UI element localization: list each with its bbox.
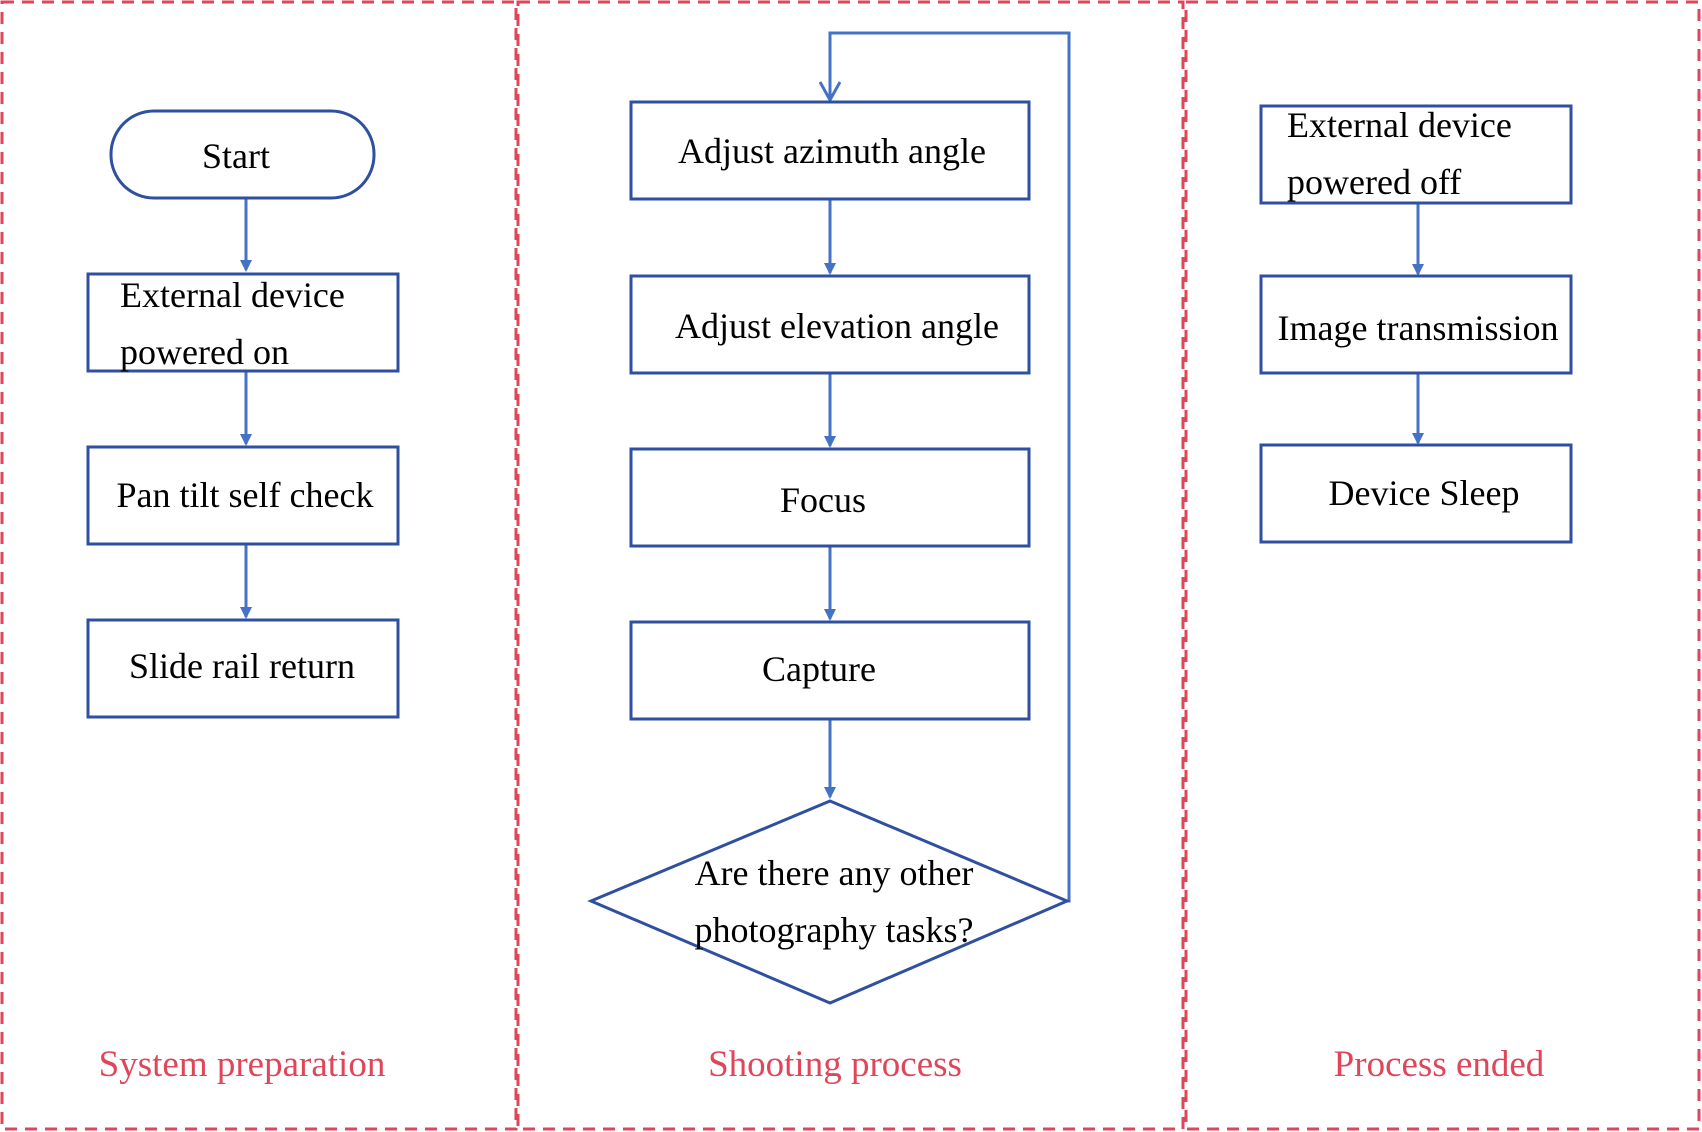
lane-border: [516, 0, 1185, 1131]
node-label: Pan tilt self check: [117, 475, 374, 515]
process-shape: [86, 618, 400, 719]
node-adjust-elevation-angle: Adjust elevation angle: [629, 274, 1031, 375]
lane-system-preparation: System preparation: [0, 0, 518, 1131]
node-slide-rail-return: Slide rail return: [86, 618, 400, 719]
lane-label: System preparation: [99, 1044, 386, 1085]
node-external-device-powered-on: External device powered on: [86, 272, 400, 373]
process-shape: [629, 620, 1031, 721]
node-label-line-2: powered on: [120, 332, 289, 372]
node-label-line-1: External device: [120, 275, 345, 315]
node-image-transmission: Image transmission: [1259, 274, 1573, 375]
node-external-device-powered-off: External device powered off: [1259, 104, 1573, 205]
node-pan-tilt-self-check: Pan tilt self check: [86, 445, 400, 546]
node-label-line-2: photography tasks?: [695, 910, 974, 950]
node-label-line-1: Are there any other: [695, 853, 974, 893]
node-decision-other-tasks: Are there any other photography tasks?: [587, 799, 1071, 1005]
lane-shooting-process: Shooting process: [516, 0, 1185, 1131]
node-label-line-2: powered off: [1287, 162, 1461, 202]
node-label: Adjust elevation angle: [675, 306, 999, 346]
node-capture: Capture: [629, 620, 1031, 721]
node-label: Slide rail return: [129, 646, 355, 686]
lane-process-ended: Process ended: [1184, 0, 1701, 1131]
lane-label: Process ended: [1334, 1044, 1545, 1085]
process-shape: [86, 272, 400, 373]
node-label: Adjust azimuth angle: [678, 131, 986, 171]
process-shape: [629, 274, 1031, 375]
node-label: Device Sleep: [1329, 473, 1520, 513]
node-label-line-1: External device: [1287, 105, 1512, 145]
node-label: Start: [202, 136, 270, 176]
terminator-shape: [109, 109, 376, 200]
process-shape: [86, 445, 400, 546]
node-label: Capture: [762, 649, 876, 689]
node-focus: Focus: [629, 447, 1031, 548]
decision-shape: [587, 799, 1071, 1005]
process-shape: [1259, 274, 1573, 375]
lane-label: Shooting process: [708, 1044, 962, 1085]
process-shape: [629, 100, 1031, 201]
process-shape: [629, 447, 1031, 548]
node-start: Start: [109, 109, 376, 200]
node-label: Image transmission: [1278, 308, 1559, 348]
edges: [240, 31, 1424, 903]
process-shape: [1259, 104, 1573, 205]
node-adjust-azimuth-angle: Adjust azimuth angle: [629, 100, 1031, 201]
node-device-sleep: Device Sleep: [1259, 443, 1573, 544]
process-shape: [1259, 443, 1573, 544]
node-label: Focus: [780, 480, 866, 520]
